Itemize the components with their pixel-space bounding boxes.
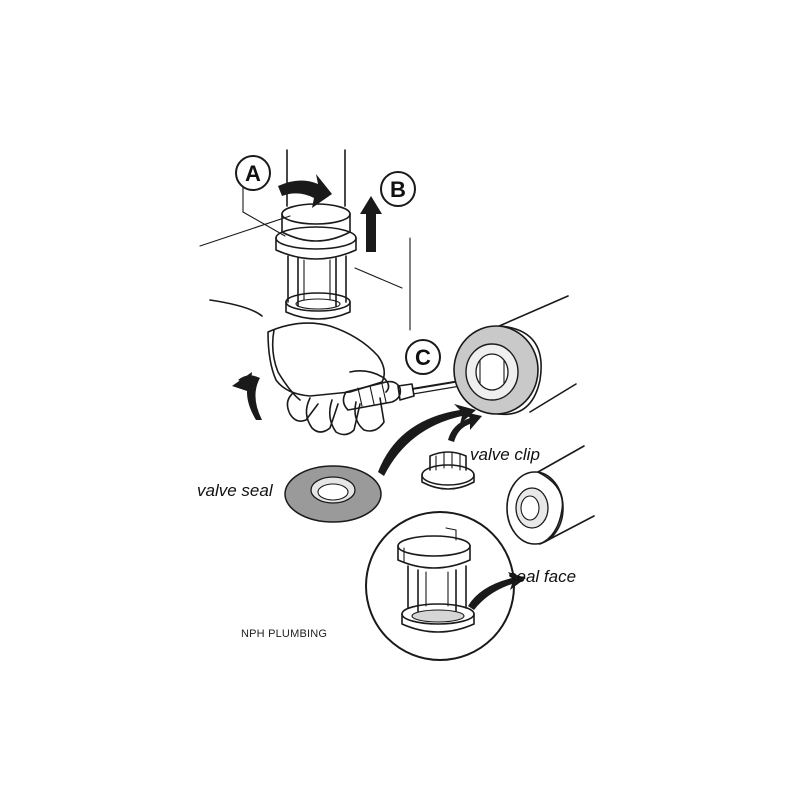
callout-b: B: [380, 171, 416, 207]
swoosh-arrow-seal-face: [468, 572, 526, 610]
pipe-end-seat: [506, 445, 595, 545]
callout-b-letter: B: [390, 177, 406, 202]
callout-c: C: [405, 339, 441, 375]
rotate-arrow-icon: [278, 174, 332, 208]
callout-c-letter: C: [415, 345, 431, 370]
lift-arrow-icon: [360, 196, 382, 252]
callout-a: A: [235, 155, 271, 191]
valve-seal-part: [284, 465, 382, 523]
hand-with-screwdriver: [209, 299, 390, 436]
horizontal-pipe-with-seal: [453, 295, 577, 416]
swoosh-arrow-small: [448, 412, 482, 442]
top-valve-assembly: [199, 149, 411, 331]
rotate-counterclockwise-icon: [232, 372, 262, 420]
credit-text: NPH PLUMBING: [241, 628, 327, 640]
swoosh-arrow-clip: [378, 404, 476, 476]
valve-seal-label: valve seal: [197, 481, 274, 500]
seal-face-label: seal face: [508, 567, 576, 586]
callout-a-letter: A: [245, 161, 261, 186]
valve-clip-part: [421, 451, 475, 490]
valve-clip-label: valve clip: [470, 445, 540, 464]
magnified-detail-circle: [365, 511, 515, 661]
